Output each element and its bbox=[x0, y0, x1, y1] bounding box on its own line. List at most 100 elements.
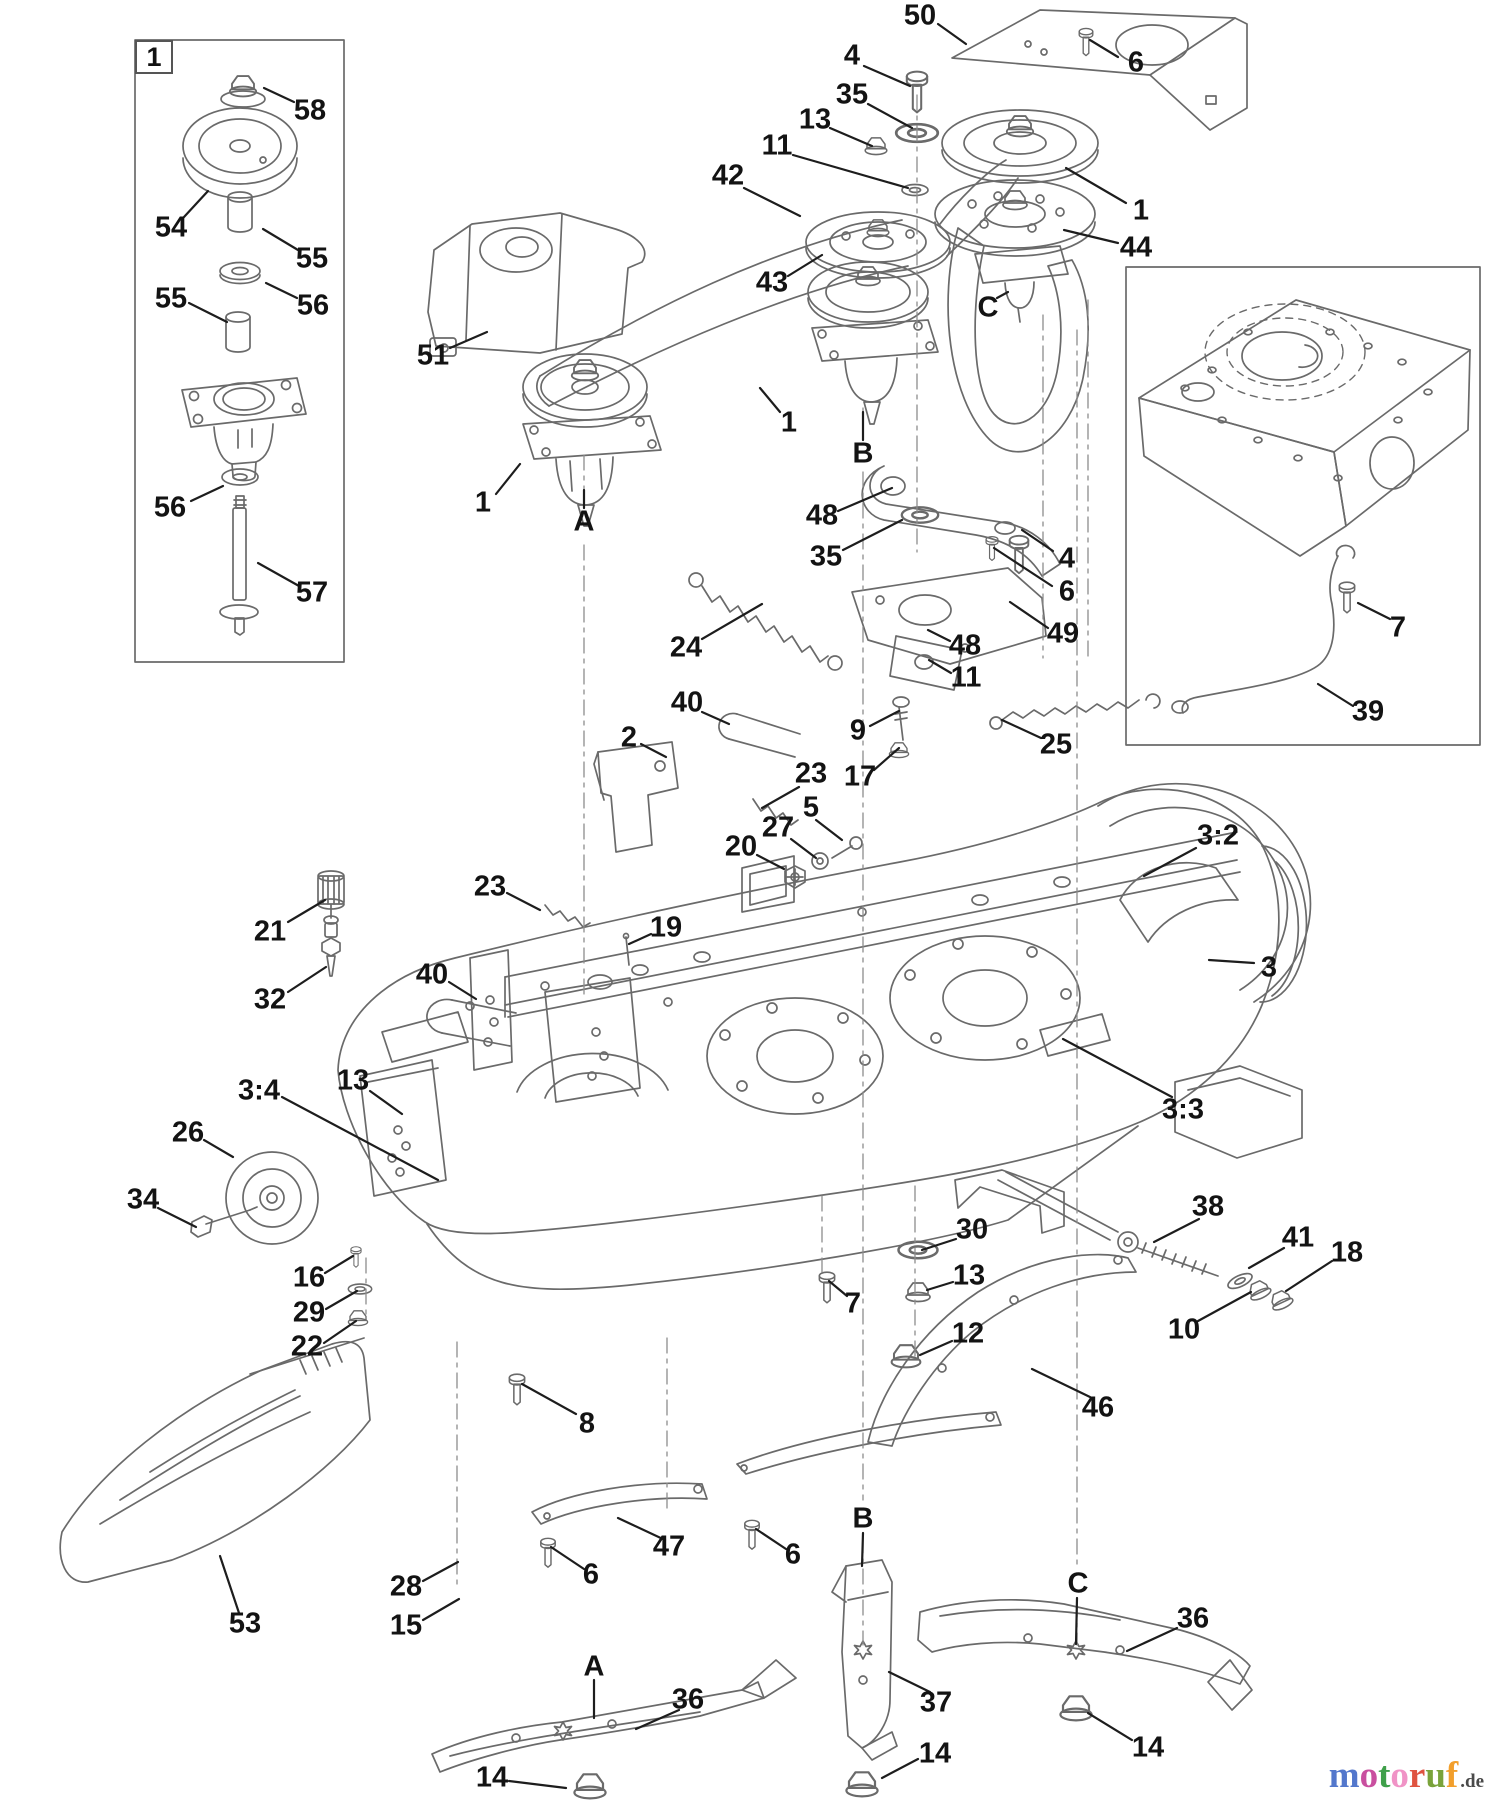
callout-14: 14 bbox=[475, 1761, 509, 1794]
belt-C-loop bbox=[947, 227, 1089, 453]
callout-47: 47 bbox=[652, 1530, 686, 1563]
engine-bracket-50 bbox=[951, 9, 1248, 131]
callout-53: 53 bbox=[228, 1607, 262, 1640]
pulley-44 bbox=[934, 179, 1096, 257]
leader-13 bbox=[828, 126, 874, 148]
callout-17: 17 bbox=[843, 760, 877, 793]
leader-37 bbox=[887, 1670, 932, 1694]
callout-7: 7 bbox=[1389, 611, 1407, 644]
leader-40 bbox=[700, 710, 731, 726]
callout-14: 14 bbox=[1131, 1731, 1165, 1764]
leader-16 bbox=[323, 1254, 355, 1275]
gauge-wheel-26 bbox=[225, 1151, 319, 1245]
leader-20 bbox=[755, 853, 786, 871]
callout-13: 13 bbox=[798, 103, 832, 136]
callout-27: 27 bbox=[761, 811, 795, 844]
idler-arm-48a bbox=[861, 465, 1061, 577]
leader-55 bbox=[187, 301, 229, 324]
callout-24: 24 bbox=[669, 631, 703, 664]
leader-35 bbox=[866, 102, 914, 130]
leader-38 bbox=[1152, 1217, 1201, 1244]
watermark-letter: f bbox=[1445, 1755, 1459, 1796]
leader-3 bbox=[1207, 958, 1256, 965]
leader-6 bbox=[549, 1545, 586, 1571]
leader-5 bbox=[814, 818, 844, 842]
leader-4 bbox=[1020, 528, 1055, 553]
callout-6: 6 bbox=[582, 1558, 600, 1591]
plate-49 bbox=[851, 567, 1047, 665]
valve-32 bbox=[321, 915, 341, 977]
inset-spindle-detail bbox=[134, 39, 345, 663]
leader-8 bbox=[520, 1382, 578, 1416]
leader-21 bbox=[286, 898, 327, 924]
blade-C-36 bbox=[917, 1599, 1253, 1711]
watermark-letter: o bbox=[1359, 1755, 1379, 1796]
u-bolt-40b bbox=[426, 977, 641, 1103]
callout-4: 4 bbox=[843, 39, 861, 72]
leader-27 bbox=[789, 837, 818, 860]
callout-56: 56 bbox=[153, 491, 187, 524]
spindle-right bbox=[974, 245, 1069, 323]
leader-7 bbox=[1356, 601, 1392, 621]
leader-28 bbox=[421, 1560, 460, 1583]
callout-35: 35 bbox=[835, 78, 869, 111]
callout-19: 19 bbox=[649, 911, 683, 944]
spacer-55b bbox=[225, 311, 251, 353]
callout-C: C bbox=[1067, 1567, 1089, 1600]
callout-1: 1 bbox=[780, 406, 798, 439]
callout-48: 48 bbox=[805, 499, 839, 532]
leader-13 bbox=[368, 1089, 404, 1116]
callout-3-2: 3:2 bbox=[1197, 819, 1239, 852]
callout-40: 40 bbox=[670, 686, 704, 719]
washer-56b bbox=[221, 468, 259, 486]
callout-57: 57 bbox=[295, 576, 329, 609]
anti-scalp-channel bbox=[1174, 1065, 1303, 1159]
leader-14 bbox=[507, 1779, 568, 1790]
belt-guard-51 bbox=[427, 212, 646, 357]
spring-25 bbox=[989, 693, 1161, 730]
leader-51 bbox=[448, 330, 489, 350]
leader-18 bbox=[1284, 1259, 1334, 1293]
leader-23 bbox=[760, 785, 801, 810]
callout-B: B bbox=[852, 437, 874, 470]
leader-44 bbox=[1062, 228, 1120, 245]
callout-20: 20 bbox=[724, 830, 758, 863]
leader-3-4 bbox=[280, 1095, 440, 1182]
callout-55: 55 bbox=[295, 242, 329, 275]
leader-6 bbox=[1088, 38, 1120, 59]
callout-34: 34 bbox=[126, 1183, 160, 1216]
callout-38: 38 bbox=[1191, 1190, 1225, 1223]
callout-2: 2 bbox=[620, 721, 638, 754]
leader-17 bbox=[872, 746, 901, 772]
callout-7: 7 bbox=[844, 1287, 862, 1320]
callout-B: B bbox=[852, 1502, 874, 1535]
callout-43: 43 bbox=[755, 266, 789, 299]
spring-23a bbox=[752, 798, 799, 826]
leader-46 bbox=[1030, 1367, 1092, 1399]
leader-15 bbox=[421, 1597, 461, 1622]
leader-57 bbox=[256, 561, 301, 588]
callout-41: 41 bbox=[1281, 1221, 1315, 1254]
callout-3-4: 3:4 bbox=[238, 1074, 280, 1107]
callout-40: 40 bbox=[415, 958, 449, 991]
callout-22: 22 bbox=[290, 1330, 324, 1363]
watermark-letter: m bbox=[1328, 1755, 1360, 1796]
hanger-bracket bbox=[954, 1169, 1065, 1234]
eyebolt-9 bbox=[892, 696, 910, 741]
decal-3-3 bbox=[1039, 1013, 1111, 1057]
watermark-letter: o bbox=[1390, 1755, 1409, 1796]
callout-37: 37 bbox=[919, 1686, 953, 1719]
leader-36 bbox=[1125, 1626, 1179, 1653]
leader-24 bbox=[700, 602, 764, 641]
watermark-letter: t bbox=[1378, 1755, 1391, 1796]
callout-12: 12 bbox=[951, 1317, 985, 1350]
leader-14 bbox=[880, 1757, 920, 1780]
callout-16: 16 bbox=[292, 1261, 326, 1294]
leader-34 bbox=[156, 1206, 198, 1229]
callout-5: 5 bbox=[802, 791, 820, 824]
leader-53 bbox=[218, 1554, 241, 1615]
leader-B bbox=[860, 1531, 865, 1568]
callout-C: C bbox=[977, 291, 999, 324]
